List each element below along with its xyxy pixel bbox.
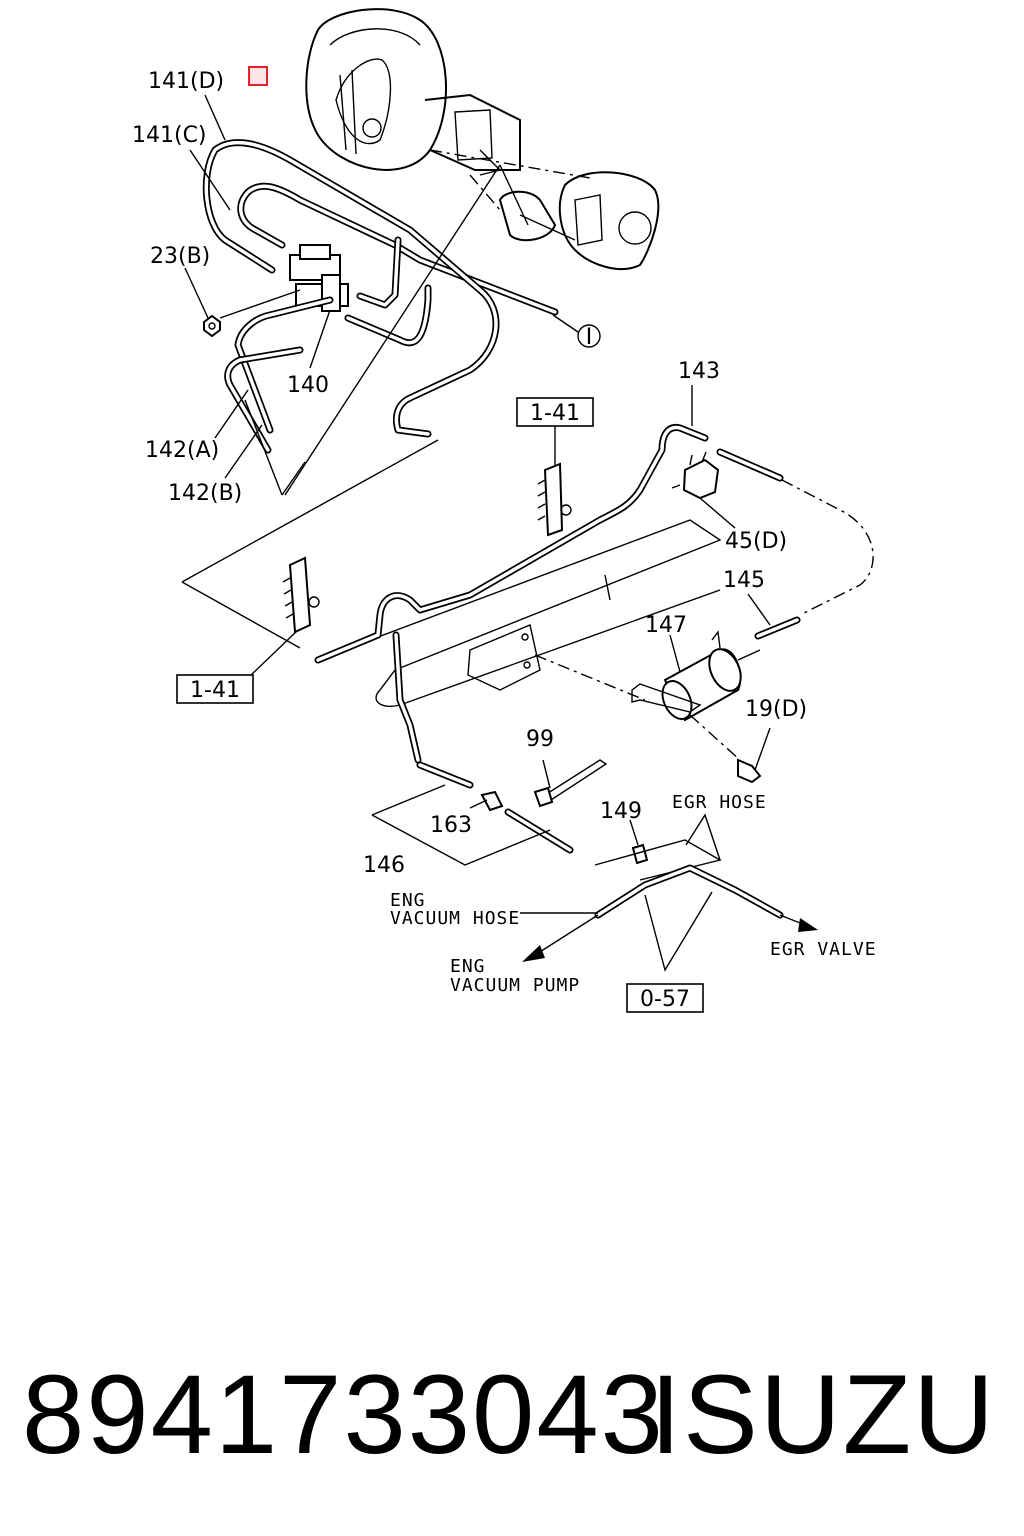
marker-label: I — [586, 325, 593, 350]
brand-name: ISUZU — [650, 1352, 996, 1477]
tie-band-99 — [533, 759, 608, 808]
note-eng-vacuum-pump-line2: VACUUM PUMP — [450, 975, 580, 996]
circled-marker-i: I — [552, 314, 601, 350]
note-egr-valve: EGR VALVE — [770, 939, 877, 960]
note-eng-vacuum-hose-line2: VACUUM HOSE — [390, 908, 520, 929]
callout-23b: 23(B) — [150, 244, 210, 269]
callout-163: 163 — [430, 813, 472, 838]
callout-19d: 19(D) — [745, 697, 807, 722]
callout-147: 147 — [645, 613, 687, 638]
clip-45d — [671, 451, 736, 529]
ref-box-1-41-top-label: 1-41 — [530, 401, 580, 426]
hose-143 — [314, 423, 874, 764]
callout-142b: 142(B) — [168, 481, 242, 506]
clip-1-41-top — [537, 426, 572, 537]
clip-1-41-left — [249, 556, 320, 677]
ref-box-0-57-label: 0-57 — [640, 987, 690, 1012]
leader-lines-top — [181, 164, 529, 649]
callout-141d: 141(D) — [148, 69, 224, 94]
hose-145 — [747, 593, 801, 640]
callout-146: 146 — [363, 853, 405, 878]
note-eng-vacuum-hose-line1: ENG — [390, 890, 426, 911]
callout-142a: 142(A) — [145, 438, 219, 463]
note-egr-hose: EGR HOSE — [672, 792, 767, 813]
footer: 8941733043 ISUZU — [0, 1345, 1024, 1485]
callout-149: 149 — [600, 799, 642, 824]
ref-box-1-41-left-label: 1-41 — [190, 678, 240, 703]
cap-149 — [629, 819, 649, 865]
ref-box-1-41-left: 1-41 — [176, 674, 254, 704]
hose-142 — [224, 296, 334, 454]
callout-145: 145 — [723, 568, 765, 593]
note-eng-vacuum-pump-line1: ENG — [450, 956, 486, 977]
callout-140: 140 — [287, 373, 329, 398]
callout-99: 99 — [526, 727, 554, 752]
lower-hose-146-163 — [371, 761, 574, 866]
ref-box-1-41-top: 1-41 — [516, 397, 594, 427]
callout-45d: 45(D) — [725, 529, 787, 554]
engine-pump-assembly — [305, 8, 660, 270]
hose-141 — [202, 139, 559, 438]
ref-box-0-57: 0-57 — [626, 983, 704, 1013]
highlight-marker — [248, 66, 268, 86]
solenoid-140 — [203, 236, 432, 347]
egr-branch — [520, 813, 818, 972]
vacuum-tank-147 — [534, 630, 761, 722]
callout-141c: 141(C) — [132, 123, 207, 148]
bolt-19d — [689, 714, 771, 784]
exploded-parts-diagram: I 141(D) 141(C) 23(B) 140 142(A) 142(B) … — [132, 8, 877, 1013]
callout-143: 143 — [678, 359, 720, 384]
part-number: 8941733043 — [22, 1352, 665, 1477]
callout-leaders — [184, 94, 693, 479]
